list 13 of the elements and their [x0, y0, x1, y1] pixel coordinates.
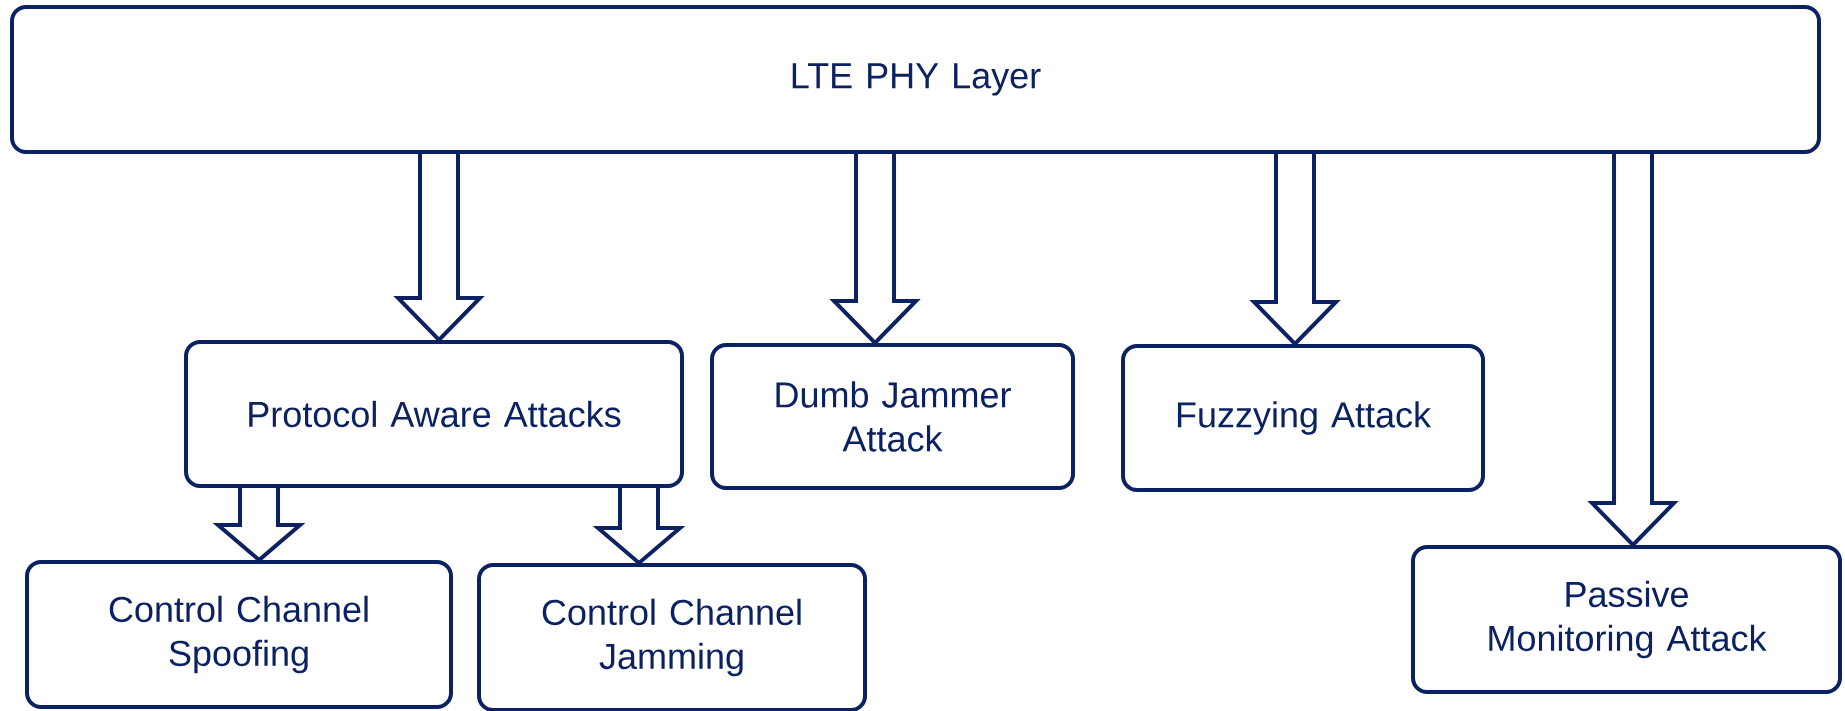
process-box: Control Channel Spoofing [25, 560, 453, 709]
block-arrow [592, 486, 686, 566]
block-arrow [212, 486, 306, 563]
process-box: Passive Monitoring Attack [1411, 545, 1842, 694]
process-box: Dumb Jammer Attack [710, 343, 1075, 490]
block-arrow [393, 152, 485, 343]
process-box: Protocol Aware Attacks [184, 340, 684, 488]
process-box: Fuzzying Attack [1121, 344, 1485, 492]
block-arrow [829, 152, 921, 346]
process-box: Control Channel Jamming [477, 563, 867, 711]
process-box: LTE PHY Layer [10, 5, 1821, 154]
block-arrow [1587, 152, 1679, 548]
block-arrow [1249, 152, 1341, 347]
